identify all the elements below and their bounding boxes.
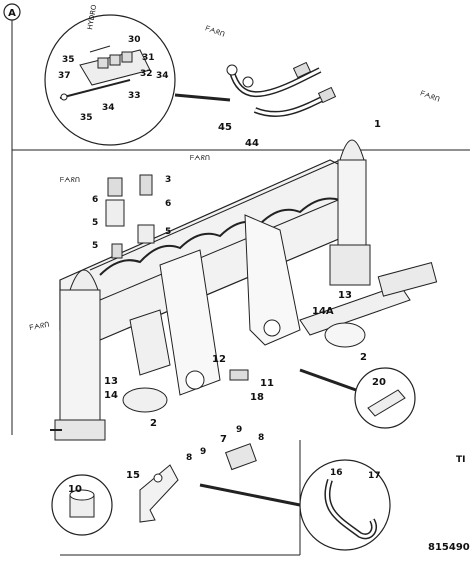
small-fittings	[105, 174, 257, 471]
callout-1: 1	[374, 119, 381, 130]
callout-8: 8	[258, 433, 264, 443]
callout-5a: 5	[92, 218, 98, 228]
corner-badge-label: A	[8, 8, 16, 19]
callout-15: 15	[126, 470, 140, 481]
callout-45: 45	[218, 122, 232, 133]
callout-14: 14	[104, 390, 118, 401]
callout-37: 37	[58, 71, 71, 81]
detail-inset-pin	[299, 367, 416, 429]
callout-3: 3	[165, 175, 171, 185]
detail-inset-bushing	[51, 474, 113, 536]
callout-6b: 6	[165, 199, 171, 209]
callout-14a: 14A	[312, 306, 334, 317]
hydraulic-cylinder	[299, 261, 438, 348]
callout-8b: 8	[186, 453, 192, 463]
corner-badge: A	[3, 3, 21, 21]
callout-12: 12	[212, 354, 226, 365]
detail-inset-top	[44, 14, 176, 146]
mounting-plates	[122, 214, 301, 413]
callout-35b: 35	[80, 113, 93, 123]
detail-inset-hose	[199, 459, 391, 551]
tooth-right	[329, 139, 371, 286]
callout-11: 11	[260, 378, 274, 389]
callout-30: 30	[128, 35, 141, 45]
callout-5b: 5	[165, 227, 171, 237]
callout-34b: 34	[102, 103, 115, 113]
callout-10: 10	[68, 484, 82, 495]
warning-label-6: ᖴᗅᖇᑎ	[29, 321, 50, 332]
callout-44: 44	[245, 138, 259, 149]
hose-assembly-top	[174, 61, 337, 118]
callout-5c: 5	[92, 241, 98, 251]
tooth-left	[50, 269, 106, 441]
drawing-code: 815490	[428, 542, 470, 553]
callout-6a: 6	[92, 195, 98, 205]
callout-2b: 2	[360, 352, 367, 363]
callout-32: 32	[140, 69, 153, 79]
callout-34a: 34	[156, 71, 169, 81]
callout-20: 20	[372, 377, 386, 388]
callout-35a: 35	[62, 55, 75, 65]
callout-17: 17	[368, 471, 381, 481]
callout-18: 18	[250, 392, 264, 403]
callout-16: 16	[330, 468, 343, 478]
bracket-15	[139, 464, 179, 523]
callout-31: 31	[142, 53, 155, 63]
callout-7: 7	[220, 434, 227, 445]
callout-13a: 13	[338, 290, 352, 301]
corner-mark: TI	[456, 455, 466, 465]
warning-label-4: ᖴᗅᖇᑎ	[190, 154, 210, 162]
callout-33: 33	[128, 91, 141, 101]
callout-9: 9	[236, 425, 242, 435]
callout-13b: 13	[104, 376, 118, 387]
warning-label-5: ᖴᗅᖇᑎ	[60, 176, 80, 184]
callout-9b: 9	[200, 447, 206, 457]
callout-2a: 2	[150, 418, 157, 429]
